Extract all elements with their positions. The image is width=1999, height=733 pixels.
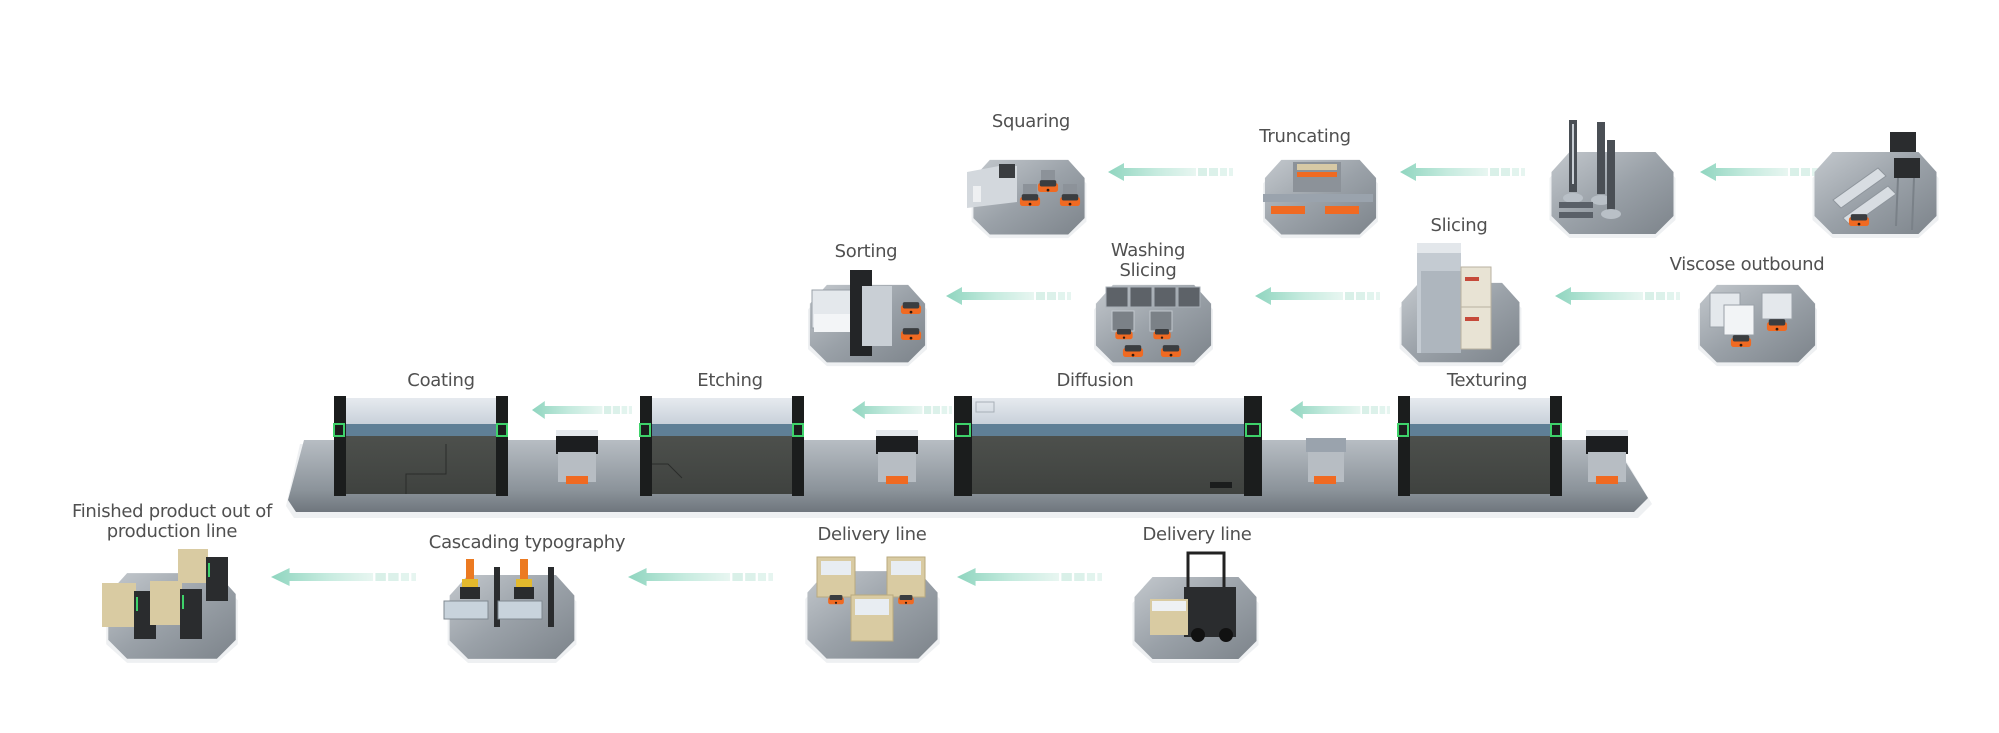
sorting-machine bbox=[811, 270, 922, 356]
station-label-finished-product: Finished product out of production line bbox=[72, 502, 272, 542]
viscose-racks bbox=[1709, 292, 1793, 347]
flow-arrow bbox=[1700, 163, 1825, 181]
cell-processing-line bbox=[286, 396, 1652, 518]
station-label-delivery-line-2: Delivery line bbox=[817, 524, 927, 545]
drawing-towers bbox=[1559, 120, 1621, 219]
forklift bbox=[1150, 551, 1236, 642]
station-label-washing-slicing: Washing Slicing bbox=[1110, 240, 1186, 281]
station-sorting[interactable] bbox=[800, 268, 935, 368]
agv-cart bbox=[556, 430, 598, 484]
flow-arrow bbox=[946, 287, 1071, 305]
station-finished-product[interactable] bbox=[88, 545, 258, 665]
flow-arrow bbox=[628, 568, 773, 586]
station-slicing[interactable] bbox=[1393, 241, 1533, 368]
station-delivery-line-1[interactable] bbox=[1118, 547, 1273, 665]
station-label-texturing: Texturing bbox=[1446, 370, 1528, 391]
label-line-2: production line bbox=[106, 521, 238, 542]
station-label-viscose-outbound: Viscose outbound bbox=[1669, 254, 1825, 275]
machine-etching[interactable] bbox=[639, 396, 804, 496]
washing-tanks bbox=[1105, 286, 1201, 357]
flow-arrow bbox=[271, 568, 416, 586]
flow-arrow bbox=[957, 568, 1102, 586]
carton-pallets bbox=[816, 556, 926, 642]
hopper-tower bbox=[1890, 132, 1920, 231]
pallet-agvs bbox=[102, 549, 228, 639]
station-washing-slicing[interactable] bbox=[1086, 283, 1221, 368]
station-label-slicing: Slicing bbox=[1430, 215, 1488, 236]
slicing-machines bbox=[1417, 243, 1492, 353]
label-line-1: Finished product out of bbox=[71, 501, 273, 522]
flow-arrow bbox=[1108, 163, 1233, 181]
station-label-squaring: Squaring bbox=[991, 111, 1071, 132]
station-crystal-input[interactable] bbox=[1808, 130, 1958, 240]
station-label-coating: Coating bbox=[407, 370, 475, 391]
agv-cart bbox=[1586, 430, 1628, 484]
machine-texturing[interactable] bbox=[1397, 396, 1562, 496]
station-label-etching: Etching bbox=[697, 370, 763, 391]
flow-arrow bbox=[1555, 287, 1680, 305]
station-squaring[interactable] bbox=[963, 158, 1095, 240]
station-label-delivery-line-1: Delivery line bbox=[1142, 524, 1252, 545]
machine-diffusion[interactable] bbox=[954, 396, 1262, 496]
station-label-diffusion: Diffusion bbox=[1056, 370, 1134, 391]
flow-arrow bbox=[1255, 287, 1380, 305]
label-line-washing: Washing bbox=[1110, 240, 1186, 261]
agv-cart bbox=[876, 430, 918, 484]
cutting-machine bbox=[1263, 162, 1373, 214]
station-label-sorting: Sorting bbox=[834, 241, 898, 262]
station-cascading-typography[interactable] bbox=[432, 557, 592, 665]
squaring-machine bbox=[967, 164, 1081, 208]
flow-arrow bbox=[1400, 163, 1525, 181]
robot-cells bbox=[443, 559, 554, 627]
station-label-cascading-typography: Cascading typography bbox=[428, 532, 626, 553]
station-drawing[interactable] bbox=[1545, 118, 1685, 240]
label-line-slicing: Slicing bbox=[1119, 260, 1177, 281]
station-delivery-line-2[interactable] bbox=[795, 553, 950, 665]
machine-coating[interactable] bbox=[333, 396, 508, 496]
station-label-truncating: Truncating bbox=[1259, 126, 1351, 147]
station-viscose-outbound[interactable] bbox=[1690, 283, 1825, 368]
agv-cart bbox=[1306, 438, 1346, 484]
conveyor-ramp bbox=[1832, 167, 1897, 227]
station-truncating[interactable] bbox=[1253, 158, 1388, 240]
